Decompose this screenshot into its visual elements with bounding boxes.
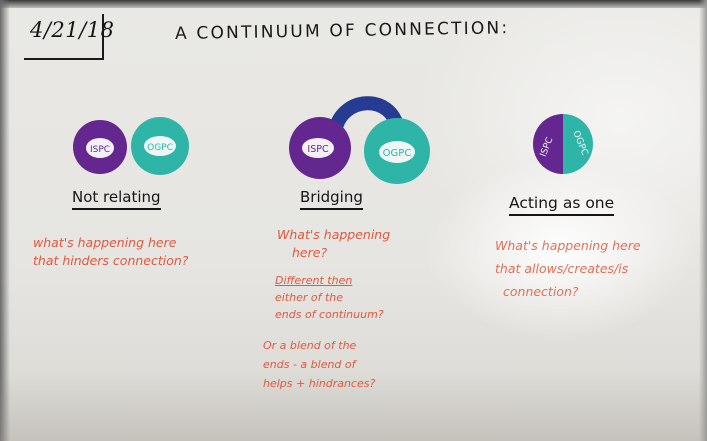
- date-text: 4/21/18: [30, 18, 115, 42]
- ogpc-circle-label: OGPC: [147, 143, 173, 153]
- note-line: ends of continuum?: [275, 308, 384, 321]
- note-line: that hinders connection?: [33, 253, 189, 268]
- note-line: ends - a blend of: [263, 358, 356, 371]
- note-line: What's happening here: [495, 238, 641, 253]
- note-line: that allows/creates/is: [495, 261, 629, 276]
- note-line: What's happening: [277, 227, 391, 242]
- board-frame-right: [699, 0, 707, 441]
- date-box: [24, 14, 104, 60]
- note-line: here?: [292, 245, 328, 260]
- note-line: Different then: [275, 274, 353, 287]
- bridging-circles: ISPC OGPC: [289, 96, 430, 184]
- ispc-circle-label: ISPC: [90, 145, 110, 155]
- ogpc-half: [563, 114, 593, 174]
- board-shadow: [0, 371, 707, 441]
- notes-acting-as-one: What's happening here that allows/create…: [495, 234, 641, 303]
- note-line: connection?: [503, 284, 579, 299]
- stage-label-acting-as-one: Acting as one: [509, 194, 615, 216]
- ogpc-circle-label-bg: [144, 136, 176, 156]
- notes-bridging-question: What's happening here?: [277, 226, 390, 262]
- acting-as-one-circle: ISPC OGPC: [533, 114, 593, 174]
- notes-not-relating: what's happening here that hinders conne…: [33, 234, 188, 270]
- board-frame-top: [0, 0, 707, 8]
- stage-label-bridging: Bridging: [300, 188, 363, 210]
- notes-bridging-blend: Or a blend of the ends - a blend of help…: [263, 336, 375, 393]
- ispc-circle-label-bg: [302, 138, 334, 158]
- ispc-half: [533, 114, 563, 174]
- board-frame-left: [0, 0, 10, 441]
- ogpc-circle-label-bg: [379, 141, 415, 163]
- note-line: what's happening here: [33, 235, 177, 250]
- ogpc-circle-label: OGPC: [383, 148, 412, 159]
- note-line: Or a blend of the: [263, 339, 357, 352]
- notes-bridging-different: Different then either of the ends of con…: [275, 272, 384, 323]
- ispc-circle-label: ISPC: [307, 144, 329, 155]
- not-relating-circles: ISPC OGPC: [73, 117, 189, 175]
- ispc-circle-label-bg: [86, 138, 114, 158]
- stage-label-not-relating: Not relating: [72, 188, 161, 210]
- note-line: either of the: [275, 291, 344, 304]
- note-line: helps + hindrances?: [263, 377, 376, 390]
